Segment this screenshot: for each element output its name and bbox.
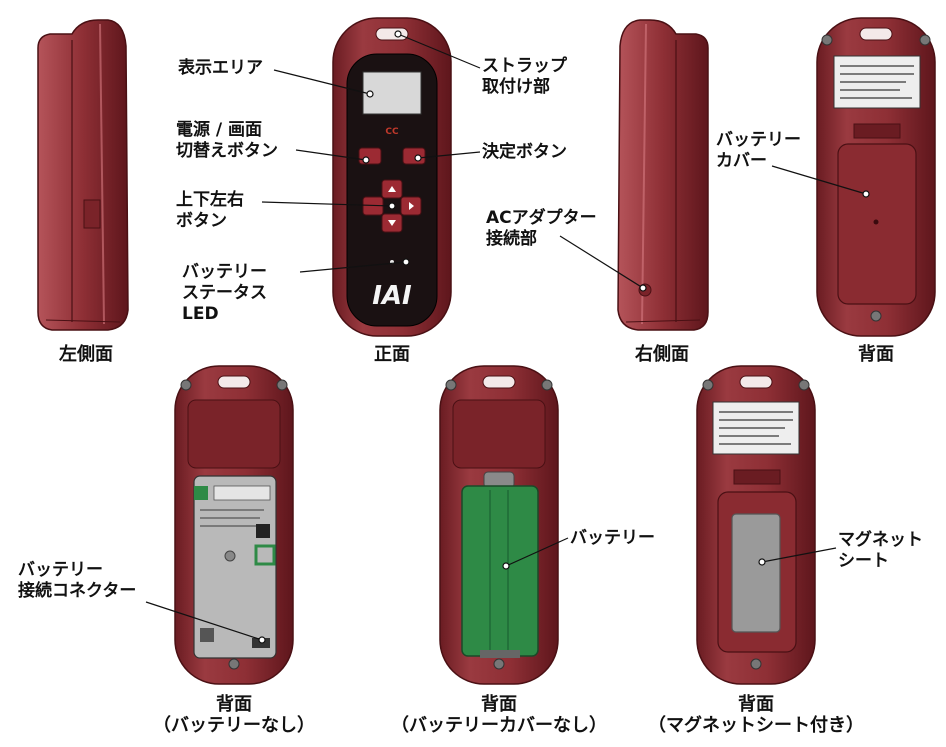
screw-icon (870, 310, 882, 322)
caption-left-side: 左側面 (59, 344, 113, 365)
caption-back: 背面 (858, 344, 894, 365)
enter-button-label: 決定ボタン (482, 142, 567, 162)
right-side-view (617, 19, 709, 331)
battery-connector-label: バッテリー 接続コネクター (18, 560, 137, 601)
caption-front: 正面 (374, 344, 410, 365)
front-mark: CC (385, 127, 399, 137)
enter-icon[interactable] (402, 147, 426, 165)
battery-label: バッテリー (570, 528, 655, 548)
back-no-battery-view (174, 365, 294, 685)
front-view: CC IAI (332, 17, 452, 337)
power-switch-label: 電源 / 画面 切替えボタン (176, 120, 278, 161)
display-area-label: 表示エリア (178, 58, 263, 78)
battery-pack (461, 485, 539, 657)
caption-back-no-battery: 背面 （バッテリーなし） (153, 694, 315, 736)
battery-status-led-label: バッテリー ステータス LED (182, 262, 267, 324)
caption-back-no-cover: 背面 （バッテリーカバーなし） (391, 694, 607, 736)
leader-lines (145, 33, 867, 641)
magnet-sheet (731, 513, 781, 633)
screw-icon (919, 34, 931, 46)
back-magnet-view (696, 365, 816, 685)
power-switch-icon[interactable] (358, 147, 382, 165)
magnet-sheet-label: マグネット シート (838, 530, 923, 571)
back-view (816, 17, 936, 337)
battery-cover-label: バッテリー カバー (716, 130, 801, 171)
back-no-cover-view (439, 365, 559, 685)
ac-adapter-label: ACアダプター 接続部 (486, 208, 597, 249)
strap-label: ストラップ 取付け部 (482, 56, 567, 97)
caption-right-side: 右側面 (635, 344, 689, 365)
arrow-buttons-label: 上下左右 ボタン (176, 190, 244, 231)
caption-back-magnet: 背面 （マグネットシート付き） (648, 694, 864, 736)
left-side-view (37, 19, 129, 331)
leader-dots (258, 30, 870, 644)
iai-logo: IAI (372, 281, 412, 311)
screw-icon (821, 34, 833, 46)
